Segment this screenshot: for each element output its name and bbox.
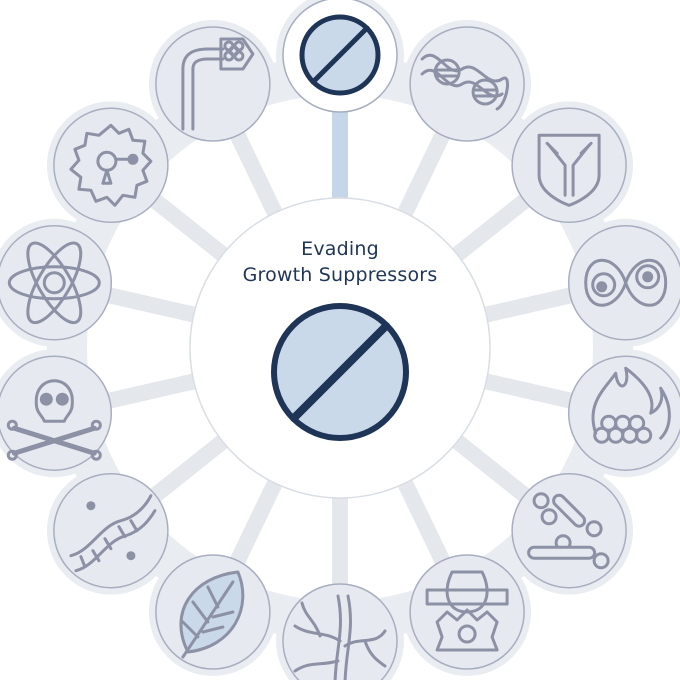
proliferative-signaling-atom-icon [7, 241, 101, 325]
genome-instability-dna-icon [420, 53, 510, 111]
hallmark-node[interactable] [53, 472, 169, 589]
replicative-immortality-cells-icon [584, 258, 668, 307]
center-title-line1: Evading [301, 238, 379, 260]
hallmark-node[interactable] [409, 554, 525, 670]
spoke [397, 479, 452, 568]
hallmark-node[interactable] [409, 26, 525, 142]
hallmark-node[interactable] [567, 355, 680, 471]
spoke [452, 435, 533, 504]
hallmark-node[interactable] [511, 107, 627, 224]
phenotypic-plasticity-leaf-icon [179, 570, 245, 659]
immune-evasion-antibody-shield-icon [537, 133, 601, 207]
spoke [147, 435, 228, 504]
hallmark-node[interactable] [511, 472, 627, 589]
spokes [104, 108, 576, 588]
invasion-metastasis-arm-icon [181, 37, 255, 131]
hallmark-node[interactable] [0, 355, 113, 471]
metabolism-skull-crossbones-icon [6, 379, 102, 461]
hallmark-node[interactable] [282, 0, 398, 113]
hallmark-node[interactable] [0, 225, 113, 341]
spoke [104, 286, 196, 323]
spoke [228, 128, 283, 217]
evading-growth-suppressors-icon [299, 14, 381, 96]
senescent-cells-keyhole-icon [69, 123, 153, 207]
angiogenesis-vessels-icon [293, 594, 387, 684]
spoke [104, 373, 196, 410]
spoke [228, 479, 283, 568]
hallmark-node[interactable] [567, 225, 680, 341]
spoke [147, 192, 228, 261]
hallmark-node[interactable] [282, 583, 398, 684]
spoke [484, 286, 576, 323]
hallmark-node[interactable] [155, 26, 271, 142]
slashed-circle-icon [271, 303, 409, 441]
spoke [397, 128, 452, 217]
center-title: Evading Growth Suppressors [190, 236, 490, 288]
resisting-cell-death-icon [425, 570, 509, 652]
spoke [484, 373, 576, 410]
hallmark-node[interactable] [53, 107, 169, 224]
hallmark-node[interactable] [155, 554, 271, 670]
tumor-inflammation-flame-icon [591, 366, 671, 444]
epigenetic-reprogramming-dna-icon [69, 494, 157, 573]
center-title-line2: Growth Suppressors [242, 264, 438, 286]
microbiome-bacteria-icon [527, 492, 610, 570]
spoke [452, 192, 533, 261]
